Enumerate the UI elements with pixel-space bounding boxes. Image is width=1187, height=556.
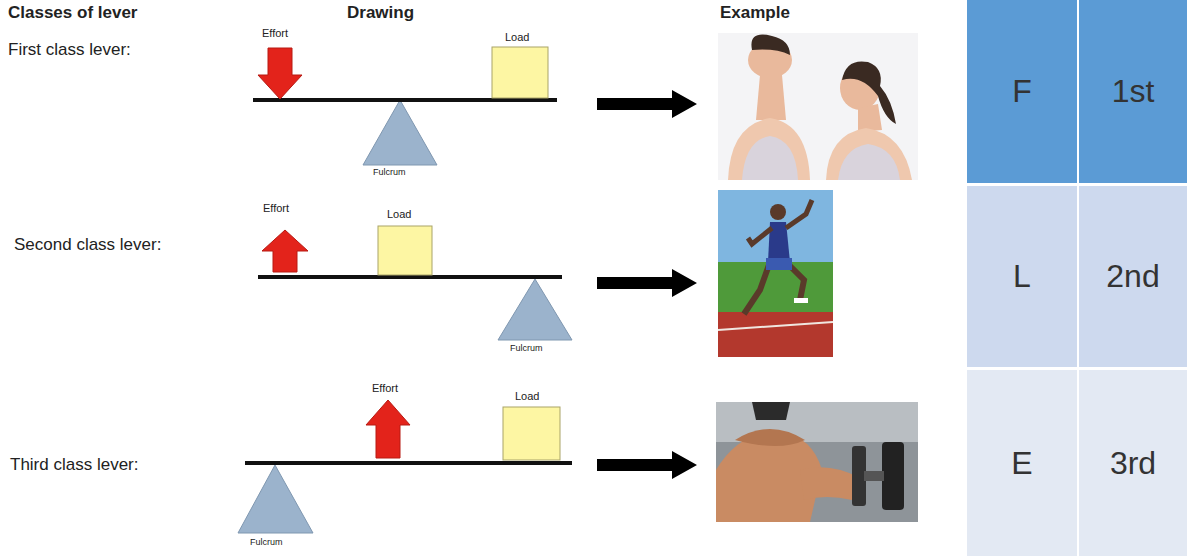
top: [838, 144, 900, 180]
table-cell: F: [967, 0, 1077, 183]
cell-text: 3rd: [1110, 445, 1156, 482]
effort-arrow: [262, 230, 308, 272]
effort-arrow: [366, 400, 410, 458]
shoe: [794, 298, 808, 303]
row-title: Second class lever:: [14, 235, 161, 255]
biceps-photo: [716, 402, 918, 522]
part-name: Load: [505, 31, 529, 44]
forearm: [800, 467, 860, 500]
sky: [718, 190, 833, 357]
dumbbell-plate: [852, 446, 866, 506]
table-cell: E: [967, 370, 1077, 556]
row-title: Third class lever:: [10, 455, 138, 475]
shirt: [752, 402, 790, 420]
pointer-arrows: [597, 90, 697, 479]
arm: [748, 228, 772, 244]
cell-text: F: [1012, 73, 1032, 110]
row-title: First class lever:: [8, 40, 131, 60]
lever-bar: [253, 98, 557, 102]
neck: [756, 75, 786, 120]
photo-ground: [718, 33, 918, 180]
neck: [858, 104, 882, 132]
column-heading: Classes of lever: [8, 3, 137, 23]
third-class-lever: [238, 400, 572, 533]
head: [770, 204, 786, 220]
cell-text: 2nd: [1106, 258, 1159, 295]
pointer-arrow: [597, 90, 697, 118]
lever-bar: [258, 275, 562, 279]
part-name: Effort: [263, 202, 289, 215]
second-class-lever: [258, 226, 572, 340]
fulcrum-triangle: [498, 279, 572, 340]
neck-photo: [718, 33, 918, 180]
track-line: [718, 322, 833, 330]
shoulders: [728, 118, 810, 180]
column-heading: Example: [720, 3, 790, 23]
fulcrum-triangle: [363, 100, 437, 165]
part-name: Fulcrum: [373, 167, 406, 177]
part-name: Effort: [372, 382, 398, 395]
effort-arrow: [258, 48, 302, 99]
dumbbell-bar: [864, 471, 884, 481]
part-name: Effort: [262, 27, 288, 40]
gym-ground: [716, 402, 918, 522]
part-name: Fulcrum: [250, 537, 283, 547]
arm: [786, 200, 812, 228]
part-name: Load: [515, 390, 539, 403]
biceps: [735, 429, 805, 446]
part-name: Load: [387, 208, 411, 221]
table-cell: 3rd: [1079, 370, 1187, 556]
lever-bar: [245, 461, 572, 465]
hair: [751, 35, 790, 55]
cell-text: L: [1013, 258, 1031, 295]
load-box: [492, 47, 548, 98]
column-heading: Drawing: [347, 3, 414, 23]
part-name: Fulcrum: [510, 343, 543, 353]
table-cell: 1st: [1079, 0, 1187, 183]
track: [718, 312, 833, 357]
pointer-arrow: [597, 451, 697, 479]
fulcrum-triangle: [238, 465, 313, 533]
table-cell: 2nd: [1079, 186, 1187, 367]
runner-photo: [718, 190, 833, 357]
dumbbell-plate: [882, 442, 904, 510]
shorts: [766, 258, 792, 270]
pointer-arrow: [597, 269, 697, 297]
top: [742, 136, 798, 180]
cell-text: 1st: [1112, 73, 1155, 110]
table-cell: L: [967, 186, 1077, 367]
load-box: [378, 226, 432, 275]
load-box: [503, 407, 560, 460]
shoulders: [826, 128, 912, 180]
first-class-lever: [253, 47, 557, 165]
cell-text: E: [1011, 445, 1032, 482]
